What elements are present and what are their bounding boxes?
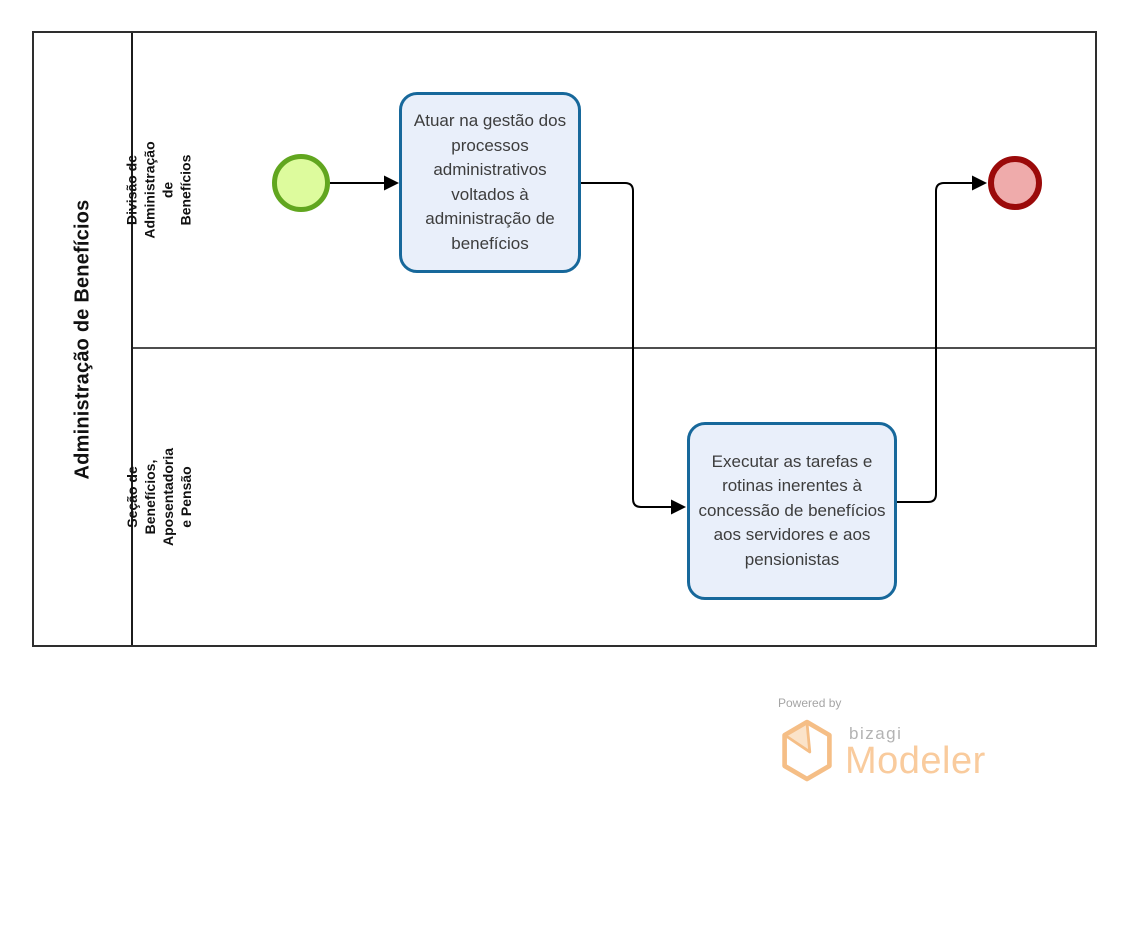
bizagi-logo-icon xyxy=(782,719,832,782)
lanes-container: Divisão de Administração de Benefícios S… xyxy=(124,33,1095,645)
start-event[interactable] xyxy=(272,154,330,212)
lane-secao-beneficios: Seção de Benefícios, Aposentadoria e Pen… xyxy=(124,349,1095,645)
lane-2-label: Seção de Benefícios, Aposentadoria e Pen… xyxy=(124,447,195,547)
lane-1-label: Divisão de Administração de Benefícios xyxy=(124,141,194,239)
bizagi-wordmark: bizagi xyxy=(849,724,903,743)
powered-by-text: Powered by xyxy=(778,696,842,710)
task-atuar-gestao[interactable]: Atuar na gestão dos processos administra… xyxy=(399,92,581,273)
pool-title: Administração de Benefícios xyxy=(71,199,94,479)
task-executar-tarefas[interactable]: Executar as tarefas e rotinas inerentes … xyxy=(687,422,897,600)
task-1-label: Atuar na gestão dos processos administra… xyxy=(413,111,567,253)
lane-2-label-band: Seção de Benefícios, Aposentadoria e Pen… xyxy=(124,349,194,645)
lane-1-label-band: Divisão de Administração de Benefícios xyxy=(124,33,194,347)
pool-header: Administração de Benefícios xyxy=(34,33,133,645)
task-2-label: Executar as tarefas e rotinas inerentes … xyxy=(698,451,886,569)
end-event[interactable] xyxy=(988,156,1042,210)
modeler-wordmark: Modeler xyxy=(845,740,986,782)
